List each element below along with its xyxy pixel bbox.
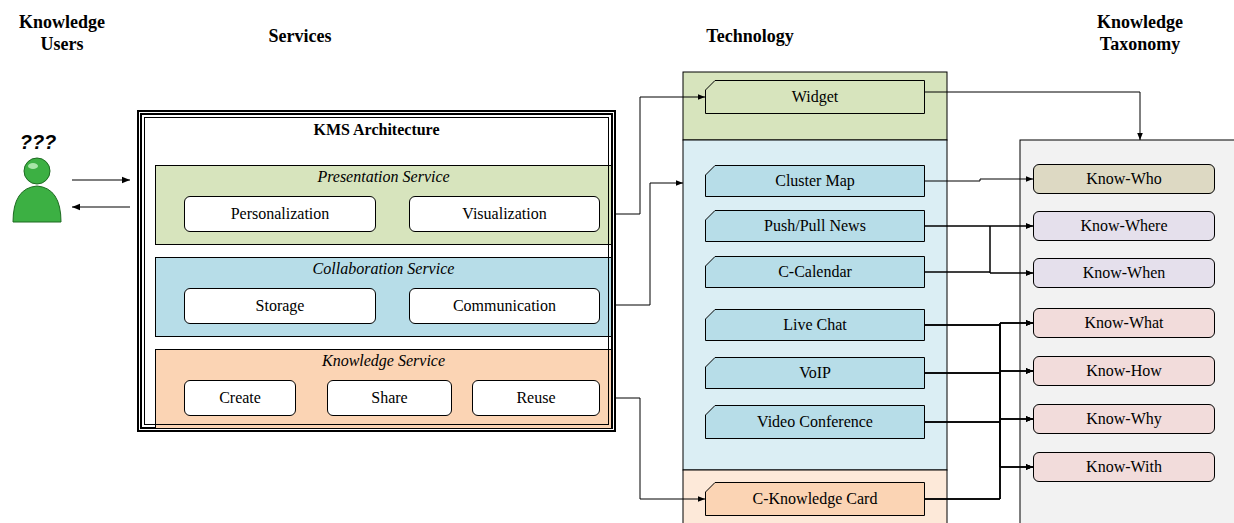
box-label: Know-With [1086, 458, 1162, 476]
box-label: Personalization [231, 205, 330, 223]
connector [925, 323, 1033, 499]
group-title: Knowledge Service [156, 352, 611, 370]
box-label: Visualization [462, 205, 546, 223]
box-label: C-Knowledge Card [753, 490, 878, 508]
request-arrow [72, 179, 130, 180]
service-box: Communication [409, 288, 600, 324]
user-icon [13, 158, 61, 222]
box-label: Cluster Map [775, 172, 855, 190]
technology-box: Cluster Map [705, 165, 925, 197]
technology-band [683, 72, 947, 140]
taxonomy-box: Know-With [1033, 452, 1215, 482]
connector [925, 371, 1033, 499]
group-title: Presentation Service [156, 168, 611, 186]
technology-box: Video Conference [705, 405, 925, 439]
service-band: Knowledge ServiceCreate Share Reuse [155, 349, 612, 429]
box-label: Know-How [1086, 362, 1162, 380]
connector [925, 371, 1033, 422]
technology-box: VoIP [705, 357, 925, 389]
service-band: Collaboration ServiceStorage Communicatio… [155, 257, 612, 337]
response-arrow [72, 206, 130, 207]
taxonomy-box: Know-When [1033, 258, 1215, 288]
column-header: Services [240, 26, 360, 48]
connector [925, 325, 1033, 467]
box-label: Know-Why [1086, 410, 1162, 428]
taxonomy-box: Know-Where [1033, 211, 1215, 241]
service-box: Personalization [184, 196, 376, 232]
group-title: Collaboration Service [156, 260, 611, 278]
box-label: Know-What [1084, 314, 1163, 332]
box-label: Share [371, 389, 407, 407]
taxonomy-panel [1020, 140, 1234, 523]
column-header: Technology [680, 26, 820, 48]
taxonomy-box: Know-Who [1033, 164, 1215, 194]
connector [925, 323, 1033, 373]
connector [925, 373, 1033, 419]
box-label: C-Calendar [778, 263, 852, 281]
technology-box: C-Calendar [705, 256, 925, 288]
box-label: Storage [256, 297, 305, 315]
taxonomy-box: Know-What [1033, 308, 1215, 338]
technology-box: C-Knowledge Card [705, 482, 925, 516]
box-label: Video Conference [757, 413, 873, 431]
box-label: Push/Pull News [764, 217, 866, 235]
widget-link [925, 92, 1140, 140]
connector [925, 422, 1033, 467]
connector [925, 325, 1033, 371]
technology-band [683, 140, 947, 470]
service-band: Presentation ServicePersonalization Visua… [155, 165, 612, 245]
connector [925, 323, 1033, 422]
service-box: Visualization [409, 196, 600, 232]
box-label: Reuse [516, 389, 555, 407]
question-marks: ??? [8, 130, 68, 154]
service-box: Share [327, 380, 452, 416]
architecture-frame: KMS ArchitecturePresentation ServicePers… [137, 110, 616, 432]
technology-box: Widget [705, 80, 925, 114]
connector [925, 373, 1033, 467]
connector [925, 325, 1033, 419]
box-label: Know-Who [1086, 170, 1162, 188]
service-box: Storage [184, 288, 376, 324]
taxonomy-box: Know-How [1033, 356, 1215, 386]
box-label: Communication [453, 297, 556, 315]
connector [925, 467, 1033, 499]
technology-box: Live Chat [705, 309, 925, 341]
connector [925, 179, 1033, 181]
box-label: VoIP [799, 364, 831, 382]
service-box: Create [184, 380, 296, 416]
technology-box: Push/Pull News [705, 210, 925, 242]
column-header: Knowledge Taxonomy [1070, 12, 1210, 55]
connector [925, 226, 1033, 273]
column-header: Knowledge Users [6, 12, 118, 55]
box-label: Know-When [1083, 264, 1166, 282]
connector [925, 272, 1033, 273]
connector [925, 226, 1033, 272]
taxonomy-box: Know-Why [1033, 404, 1215, 434]
technology-band [683, 470, 947, 523]
box-label: Live Chat [783, 316, 847, 334]
group-title: KMS Architecture [142, 121, 611, 139]
connector [925, 419, 1033, 499]
service-box: Reuse [472, 380, 600, 416]
box-label: Widget [792, 88, 838, 106]
box-label: Know-Where [1080, 217, 1167, 235]
box-label: Create [219, 389, 261, 407]
